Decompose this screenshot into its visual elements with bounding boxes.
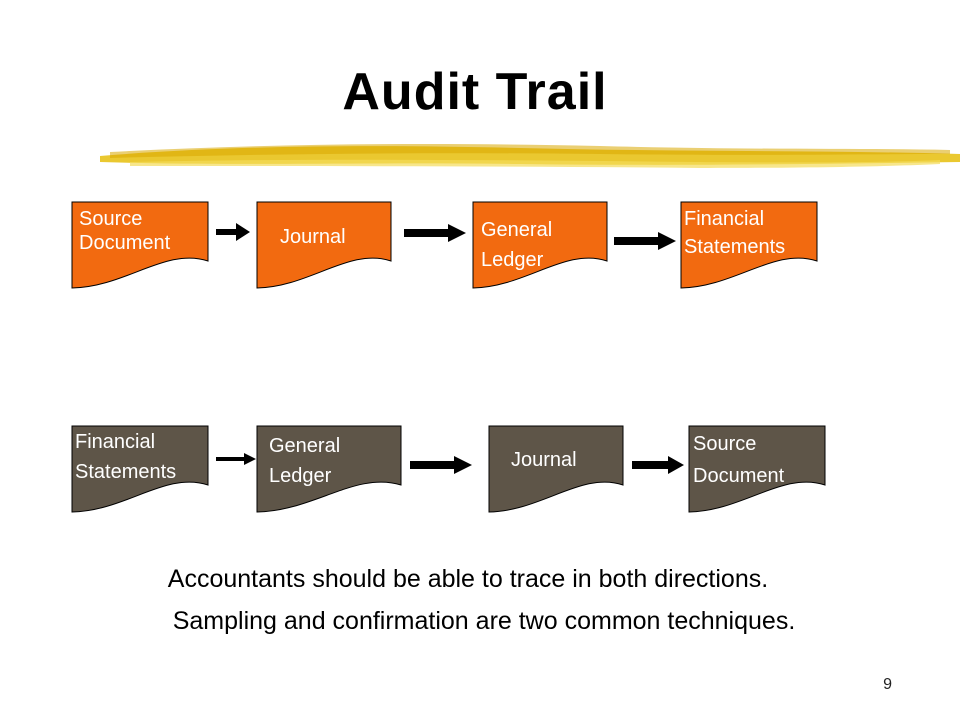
doc-journal-backward: Journal [488, 425, 624, 513]
arrow-right-icon [410, 456, 472, 474]
doc-journal-forward: Journal [256, 201, 392, 289]
doc-label: Journal [511, 449, 577, 471]
title-underline-brush [100, 144, 960, 168]
doc-label: General Ledger [481, 219, 553, 271]
doc-source-document-backward: Source Document [688, 425, 826, 513]
slide-title: Audit Trail [342, 63, 608, 121]
arrow-right-icon [614, 232, 676, 250]
arrow-right-icon [404, 224, 466, 242]
doc-label: General Ledger [269, 435, 341, 487]
doc-financial-statements-forward: Financial Statements [680, 201, 818, 289]
doc-label: Financial Statements [75, 431, 177, 483]
doc-label: Source Document [79, 208, 171, 254]
caption-line-1: Accountants should be able to trace in b… [167, 565, 769, 593]
doc-financial-statements-backward: Financial Statements [71, 425, 209, 513]
doc-source-document-forward: Source Document [71, 201, 209, 289]
page-number: 9 [883, 676, 892, 693]
doc-label: Financial Statements [684, 208, 786, 258]
doc-label: Source Document [693, 433, 785, 487]
arrow-right-icon [216, 453, 256, 465]
doc-general-ledger-backward: General Ledger [256, 425, 402, 513]
arrow-right-icon [632, 456, 684, 474]
doc-label: Journal [280, 226, 346, 248]
caption-line-2: Sampling and confirmation are two common… [172, 607, 796, 635]
arrow-right-icon [216, 223, 250, 241]
doc-general-ledger-forward: General Ledger [472, 201, 608, 289]
